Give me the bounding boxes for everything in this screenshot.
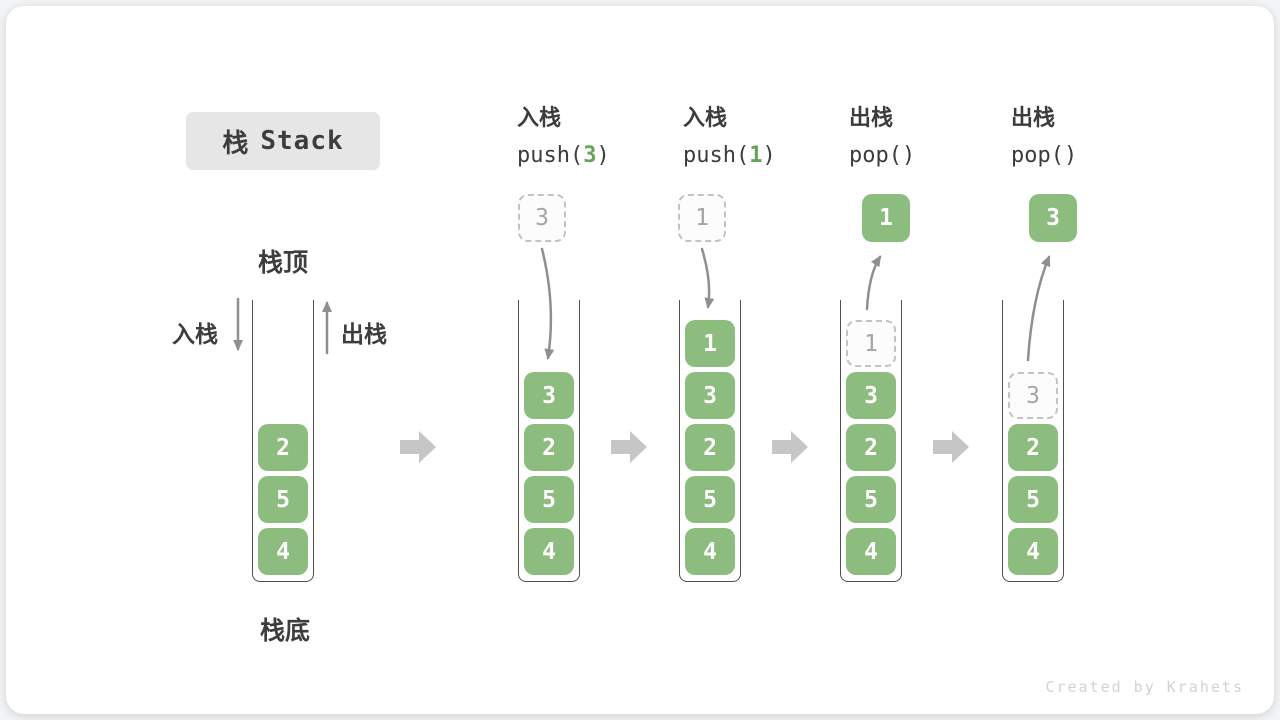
stack-item-push-3-3: 3	[524, 372, 574, 419]
floating-item-pop-3: 3	[1029, 194, 1077, 242]
column-header-label: 入栈	[683, 106, 728, 131]
stack-item-push-3-5: 5	[524, 476, 574, 523]
stack-item-pop-1-4: 4	[846, 528, 896, 575]
column-header-code: push(3)	[517, 143, 610, 168]
figure-title: 栈 Stack	[186, 112, 380, 170]
watermark: Created by Krahets	[1045, 678, 1244, 696]
stack-item-push-1-2: 2	[685, 424, 735, 471]
stack-ghost-item-pop-1-1: 1	[846, 320, 896, 367]
stack-well-pop-3	[1002, 300, 1064, 582]
stack-item-initial-5: 5	[258, 476, 308, 523]
stack-well-push-3	[518, 300, 580, 582]
stack-ghost-item-pop-3-3: 3	[1008, 372, 1058, 419]
stack-bottom-label: 栈底	[259, 616, 311, 645]
stack-item-pop-1-2: 2	[846, 424, 896, 471]
stack-item-pop-3-4: 4	[1008, 528, 1058, 575]
stack-item-initial-4: 4	[258, 528, 308, 575]
stack-top-label: 栈顶	[257, 248, 309, 277]
stack-item-push-3-4: 4	[524, 528, 574, 575]
column-header-label: 出栈	[849, 106, 894, 131]
floating-item-pop-1: 1	[862, 194, 910, 242]
stack-item-pop-3-5: 5	[1008, 476, 1058, 523]
column-header-code: push(1)	[683, 143, 776, 168]
stack-item-push-3-2: 2	[524, 424, 574, 471]
figure-title-en: Stack	[260, 126, 344, 156]
column-header-label: 入栈	[517, 106, 562, 131]
floating-item-push-1: 1	[678, 194, 726, 242]
column-header-push-1: 入栈 push(1)	[683, 106, 776, 169]
stack-well-pop-1	[840, 300, 902, 582]
stack-well-push-1	[679, 300, 741, 582]
column-header-push-3: 入栈 push(3)	[517, 106, 610, 169]
column-header-label: 出栈	[1011, 106, 1056, 131]
pop-direction-label: 出栈	[341, 322, 387, 348]
stack-well-initial	[252, 300, 314, 582]
column-header-code: pop()	[849, 143, 916, 168]
figure-title-zh: 栈	[222, 128, 249, 159]
stack-item-push-1-3: 3	[685, 372, 735, 419]
stack-item-push-1-1: 1	[685, 320, 735, 367]
column-header-pop-1: 出栈 pop()	[849, 106, 915, 169]
stack-item-push-1-4: 4	[685, 528, 735, 575]
stack-item-initial-2: 2	[258, 424, 308, 471]
column-header-code-arg: 3	[583, 143, 597, 168]
push-direction-label: 入栈	[172, 322, 218, 348]
stack-item-pop-1-5: 5	[846, 476, 896, 523]
stack-item-push-1-5: 5	[685, 476, 735, 523]
column-header-pop-3: 出栈 pop()	[1011, 106, 1077, 169]
column-header-code: pop()	[1011, 143, 1078, 168]
column-header-code-arg: 1	[749, 143, 763, 168]
stack-item-pop-1-3: 3	[846, 372, 896, 419]
stack-item-pop-3-2: 2	[1008, 424, 1058, 471]
floating-item-push-3: 3	[518, 194, 566, 242]
